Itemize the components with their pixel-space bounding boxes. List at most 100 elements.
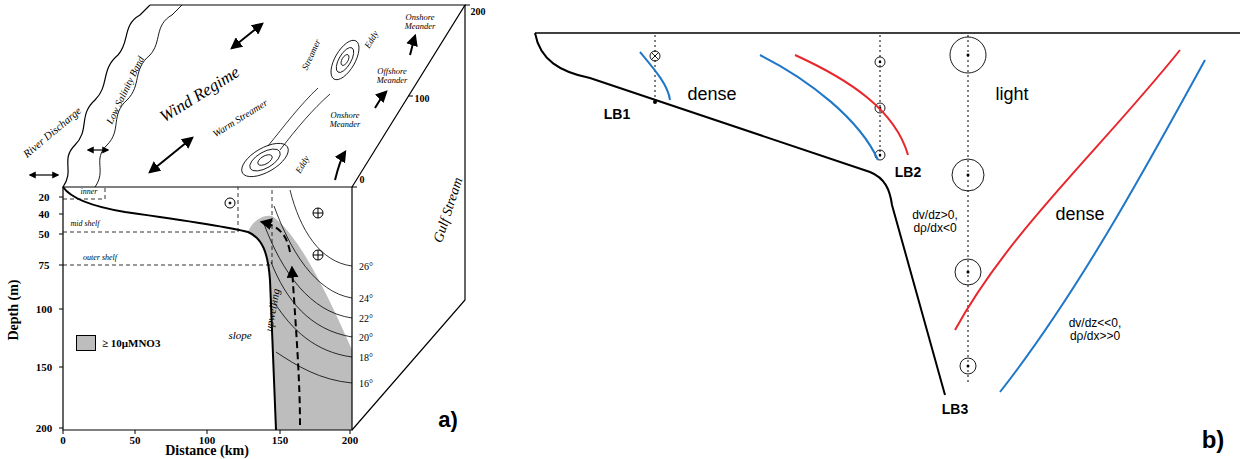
- zone-label: mid shelf: [70, 220, 99, 229]
- label-text: dense: [687, 84, 736, 104]
- panel-label: a): [438, 408, 458, 432]
- gradient-note: dv/dz<<0, dρ/dx>>0: [1063, 317, 1127, 343]
- isotherm-label: 22°: [359, 313, 373, 324]
- legend-item: ≥ 10μMNO3: [76, 335, 160, 351]
- label-text: Offshore Meander: [377, 66, 408, 85]
- label-text: LB1: [604, 106, 630, 122]
- label-text: Streamer: [300, 38, 323, 72]
- label-text: outer shelf: [83, 253, 117, 262]
- axis-title: Depth (m): [6, 279, 21, 340]
- label-text: Warm Streamer: [211, 97, 270, 139]
- label-text: 75: [39, 259, 50, 271]
- label-text: Gulf Stream: [430, 176, 465, 245]
- panel-label: b): [1202, 427, 1225, 453]
- water-label: dense: [687, 85, 736, 105]
- zone-label: outer shelf: [83, 254, 117, 263]
- label-text: a): [438, 407, 458, 432]
- label-text: 0: [360, 174, 365, 185]
- tick-label: 20: [39, 191, 50, 203]
- velocity-dots: [653, 54, 970, 368]
- label-text: inner: [81, 187, 98, 196]
- tick-label: 75: [39, 259, 50, 271]
- front-face: [63, 187, 352, 430]
- seafloor: [535, 33, 945, 395]
- isotherms: [264, 190, 352, 383]
- eddy-upper: [325, 36, 364, 84]
- block-diagram: [30, 5, 470, 434]
- isotherm-label: 24°: [359, 293, 373, 304]
- axis-title: Distance (km): [165, 443, 249, 458]
- label-text: 22°: [359, 313, 373, 324]
- label-text: 100: [415, 93, 430, 104]
- label-text: 200: [342, 434, 359, 446]
- velocity-circles: [650, 37, 986, 374]
- feature-label: Offshore Meander: [373, 67, 411, 86]
- tick-label: 0: [360, 174, 365, 185]
- tick-label: 100: [36, 303, 53, 315]
- tick-label: 50: [130, 434, 141, 446]
- feature-label: Eddy: [294, 155, 312, 176]
- label-text: 18°: [359, 352, 373, 363]
- mooring-label: LB1: [604, 107, 630, 122]
- tick-label: 150: [36, 361, 53, 373]
- region-label: Low Salinity Band: [104, 54, 146, 125]
- legend-swatch: [76, 335, 96, 351]
- water-label: light: [995, 85, 1028, 105]
- mooring-label: LB2: [895, 165, 921, 180]
- axis-ticks: [59, 5, 470, 434]
- label-text: light: [995, 84, 1028, 104]
- label-text: 200: [471, 6, 486, 17]
- feature-label: Eddy: [363, 30, 381, 51]
- right-face-edge: [352, 5, 465, 430]
- isotherm-label: 16°: [359, 378, 373, 389]
- tick-label: 200: [36, 422, 53, 434]
- water-label: dense: [1055, 205, 1104, 225]
- label-text: 200: [36, 422, 53, 434]
- label-text: 24°: [359, 293, 373, 304]
- tick-label: 200: [471, 6, 486, 17]
- label-text: b): [1202, 426, 1225, 453]
- gradient-note: dv/dz>0, dρ/dx<0: [907, 209, 963, 235]
- feature-label: Onshore Meander: [401, 13, 439, 32]
- label-text: 150: [36, 361, 53, 373]
- label-text: Onshore Meander: [405, 12, 436, 31]
- label-text: 100: [36, 303, 53, 315]
- bathymetry: [63, 187, 276, 430]
- label-text: Distance (km): [165, 443, 249, 458]
- label-text: 150: [272, 434, 289, 446]
- isotherm-label: 20°: [359, 332, 373, 343]
- mooring-label: LB3: [942, 402, 968, 417]
- feature-label: Onshore Meander: [326, 111, 364, 130]
- isopycnals: [640, 50, 1205, 392]
- current-symbols: [225, 198, 323, 260]
- label-text: 50: [39, 228, 50, 240]
- label-text: dense: [1055, 204, 1104, 224]
- label-text: Low Salinity Band: [104, 54, 146, 125]
- label-text: Eddy: [293, 154, 311, 175]
- flow-arrows: [30, 24, 415, 425]
- isotherm-label: 18°: [359, 352, 373, 363]
- legend-text: ≥ 10μMNO3: [102, 337, 160, 349]
- label-text: mid shelf: [70, 219, 99, 228]
- feature-label: Warm Streamer: [211, 97, 270, 139]
- warm-streamer-lines: [268, 88, 330, 150]
- shelf-zones: [63, 187, 272, 265]
- label-text: River Discharge: [21, 104, 84, 159]
- label-text: Onshore Meander: [330, 110, 361, 129]
- tick-label: 100: [415, 93, 430, 104]
- salinity-band-edge: [95, 5, 182, 187]
- cross-section: [535, 33, 1240, 395]
- sea-surface: [535, 32, 1240, 34]
- label-text: LB3: [942, 401, 968, 417]
- label-text: Eddy: [362, 29, 380, 50]
- label-text: 0: [60, 434, 66, 446]
- feature-label: Streamer: [301, 38, 324, 72]
- label-text: dv/dz<<0, dρ/dx>>0: [1069, 316, 1122, 343]
- tick-label: 40: [39, 208, 50, 220]
- label-text: 50: [130, 434, 141, 446]
- top-face-edge: [150, 5, 465, 187]
- label-text: 20°: [359, 332, 373, 343]
